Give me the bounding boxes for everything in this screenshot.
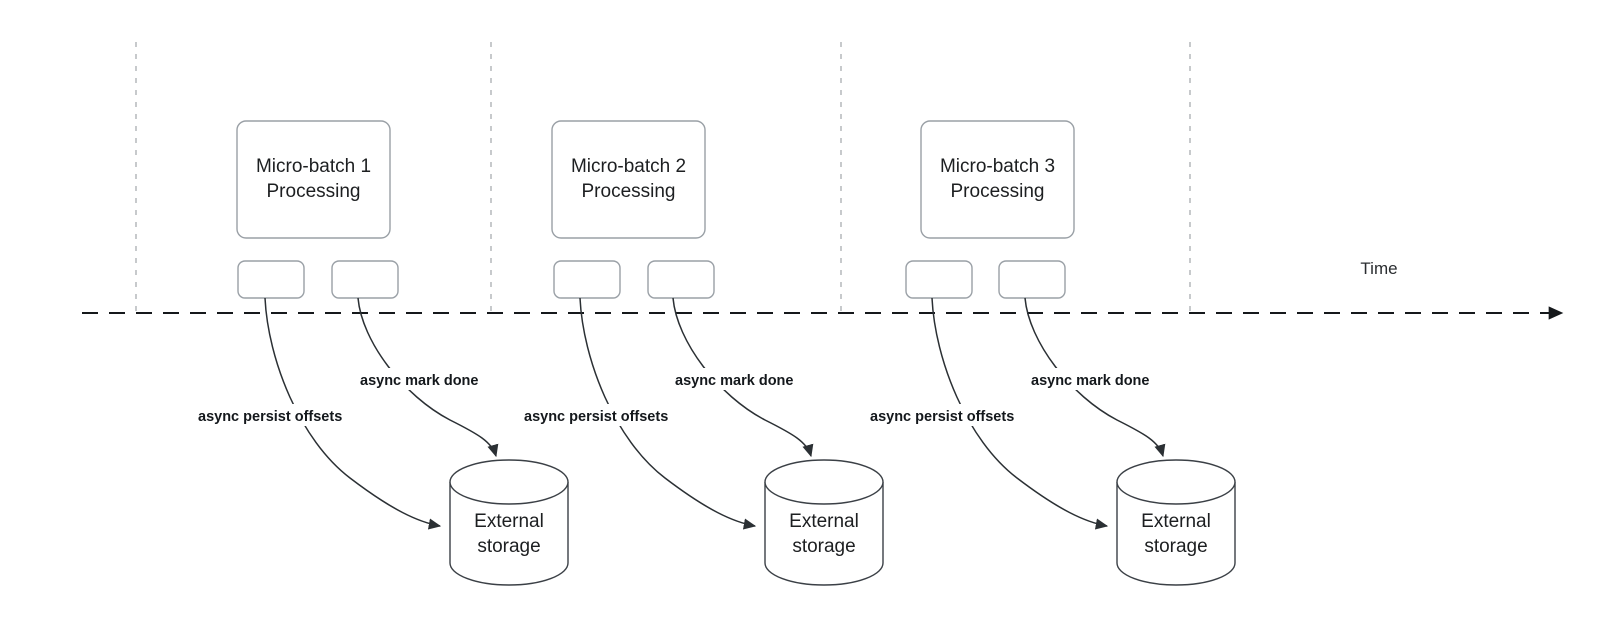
edge-mark-done-2: [672, 297, 814, 458]
edge-label-bg-mark-done-1: [356, 368, 502, 390]
edge-label-mark-done-3: async mark done: [1031, 373, 1149, 389]
task-box-1-b[interactable]: [331, 260, 399, 299]
edge-label-bg-persist-offsets-3: [866, 404, 1048, 426]
task-box-2-b[interactable]: [647, 260, 715, 299]
task-box-3-b[interactable]: [998, 260, 1066, 299]
micro-batch-label-1-line2: Processing: [267, 181, 361, 202]
edge-persist-offsets-1: [264, 297, 442, 530]
external-storage-3[interactable]: External storage: [1116, 459, 1236, 586]
micro-batch-label-1-line1: Micro-batch 1: [256, 156, 371, 177]
edge-persist-offsets-2: [579, 297, 757, 530]
group-2: Micro-batch 2 Processing External storag…: [520, 120, 884, 586]
micro-batch-label-2-line2: Processing: [582, 181, 676, 202]
timeline-tick-group: [135, 42, 1191, 312]
external-storage-label-1-line1: External: [474, 511, 544, 532]
edge-label-mark-done-2: async mark done: [675, 373, 793, 389]
edge-mark-done-3: [1024, 297, 1166, 458]
edge-label-bg-persist-offsets-1: [194, 404, 376, 426]
edge-persist-offsets-3: [931, 297, 1109, 530]
edge-label-bg-persist-offsets-2: [520, 404, 702, 426]
external-storage-1[interactable]: External storage: [449, 459, 569, 586]
external-storage-label-3-line2: storage: [1144, 536, 1207, 557]
micro-batch-label-3-line2: Processing: [951, 181, 1045, 202]
edge-label-persist-offsets-2: async persist offsets: [524, 409, 668, 425]
external-storage-label-1-line2: storage: [477, 536, 540, 557]
time-axis-label: Time: [1360, 259, 1397, 278]
micro-batch-label-3-line1: Micro-batch 3: [940, 156, 1055, 177]
group-1: Micro-batch 1 Processing External storag…: [194, 120, 569, 586]
task-box-1-a[interactable]: [237, 260, 305, 299]
edge-mark-done-1: [357, 297, 499, 458]
external-storage-label-2-line2: storage: [792, 536, 855, 557]
edge-label-persist-offsets-1: async persist offsets: [198, 409, 342, 425]
task-box-3-a[interactable]: [905, 260, 973, 299]
edge-label-bg-mark-done-3: [1027, 368, 1173, 390]
external-storage-label-2-line1: External: [789, 511, 859, 532]
edge-label-mark-done-1: async mark done: [360, 373, 478, 389]
group-3: Micro-batch 3 Processing External storag…: [866, 120, 1236, 586]
micro-batch-box-3[interactable]: [920, 120, 1075, 239]
edge-label-bg-mark-done-2: [671, 368, 817, 390]
micro-batch-box-2[interactable]: [551, 120, 706, 239]
external-storage-label-3-line1: External: [1141, 511, 1211, 532]
external-storage-2[interactable]: External storage: [764, 459, 884, 586]
edge-label-persist-offsets-3: async persist offsets: [870, 409, 1014, 425]
micro-batch-label-2-line1: Micro-batch 2: [571, 156, 686, 177]
micro-batch-box-1[interactable]: [236, 120, 391, 239]
task-box-2-a[interactable]: [553, 260, 621, 299]
